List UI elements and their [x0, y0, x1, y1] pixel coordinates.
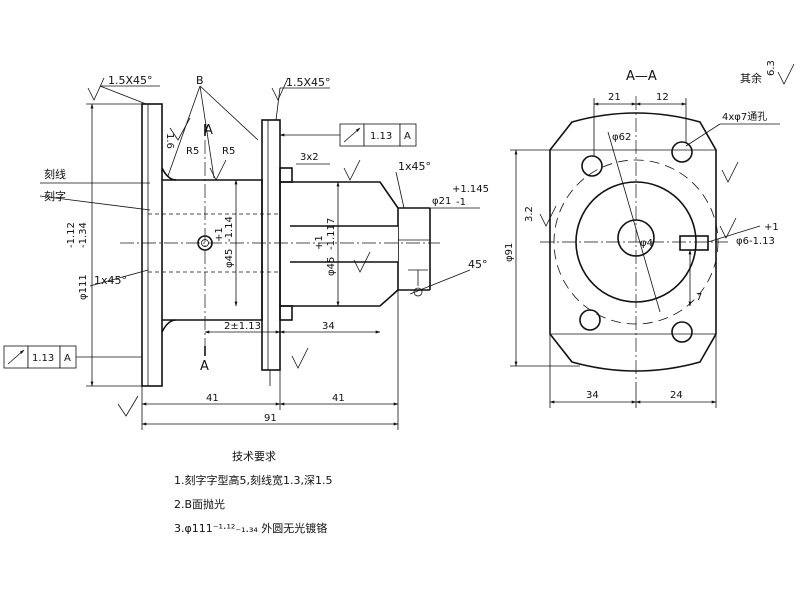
surface-b-label: B [196, 74, 204, 87]
note-1: 1.刻字字型高5,刻线宽1.3,深1.5 [174, 473, 332, 487]
bore-tolerance: +1.145 [452, 184, 489, 195]
tolerance-value-top: 1.13 [370, 131, 392, 142]
inner-diameter: φ4 [640, 238, 653, 249]
radius-label-2: R5 [222, 146, 235, 157]
engrave-line-label: 刻线 [44, 167, 66, 181]
engrave-text-label: 刻字 [44, 189, 66, 203]
chamfer-left-flange: 1.5X45° [108, 74, 153, 87]
len-41-right: 41 [332, 393, 345, 404]
outer-tol-up: -1.12 [66, 222, 77, 248]
outer-diameter: φ111 [78, 274, 89, 300]
holes-label: 4xφ7通孔 [722, 111, 767, 123]
radius-label-1: R5 [186, 146, 199, 157]
pin-bore [679, 235, 709, 251]
section-mark-bottom: A [200, 359, 209, 374]
chamfer-right-flange: 1.5X45° [286, 76, 331, 89]
pin-diameter: φ6-1.13 [736, 236, 775, 247]
roughness-b: 3.2 [524, 206, 535, 222]
bottom-24: 24 [670, 390, 683, 401]
hub-tol-low: -1.14 [224, 216, 235, 242]
rest-label: 其余 [740, 71, 762, 85]
mount-hole-1 [581, 155, 603, 177]
height-91: φ91 [504, 243, 515, 262]
notes-title: 技术要求 [232, 450, 276, 463]
hub-body [162, 179, 263, 321]
note-3: 3.φ111⁻¹·¹²₋₁.₃₄ 外圆无光镀铬 [174, 521, 327, 535]
width-12: 12 [656, 92, 669, 103]
hub-diameter: φ45 [224, 249, 235, 268]
mount-hole-2 [671, 141, 693, 163]
width-21: 21 [608, 92, 621, 103]
front-view-dimensions [39, 77, 480, 430]
pitch-diameter: φ62 [612, 132, 631, 143]
bore-tolerance-low: -1 [456, 197, 466, 208]
tolerance-frame-bottom: 1.13 A [3, 345, 142, 369]
len-small: 2±1.13 [224, 321, 261, 332]
len-34: 34 [322, 321, 335, 332]
front-view [120, 103, 440, 387]
shaft-tol-low: -1.117 [326, 218, 337, 250]
tolerance-value-bottom: 1.13 [32, 353, 54, 364]
section-view-dimensions [510, 63, 795, 408]
pin-tol-up: +1 [764, 222, 779, 233]
shaft-diameter: φ45 [326, 257, 337, 276]
section-view [540, 96, 728, 382]
chamfer-flange-lower: 1x45° [94, 274, 127, 287]
tolerance-frame-top: 1.13 A [279, 123, 417, 147]
section-title: A—A [626, 69, 657, 84]
outer-tol-low: -1.34 [78, 222, 89, 248]
tolerance-datum-bottom: A [64, 353, 71, 364]
roughness-a: 1.6 [164, 133, 175, 149]
bottom-34: 34 [586, 390, 599, 401]
pin-depth: 7 [696, 292, 702, 303]
bore-diameter: φ21 [432, 196, 451, 207]
mount-hole-4 [671, 321, 693, 343]
hub-tol-up: +1 [214, 227, 225, 242]
shaft-tol-up: +1 [314, 235, 325, 250]
weld-angle: 45° [468, 258, 488, 271]
right-flange [261, 119, 281, 371]
section-mark-top: A [204, 123, 213, 138]
left-flange [141, 103, 163, 387]
len-total: 91 [264, 413, 277, 424]
mount-hole-3 [579, 309, 601, 331]
note-2: 2.B面抛光 [174, 497, 225, 511]
chamfer-bore: 1x45° [398, 160, 431, 173]
technical-notes: 技术要求 1.刻字字型高5,刻线宽1.3,深1.5 2.B面抛光 3.φ111⁻… [174, 450, 332, 535]
len-41-left: 41 [206, 393, 219, 404]
groove-dim: 3x2 [300, 152, 319, 163]
roughness-c: 6.3 [766, 60, 777, 76]
tolerance-datum-top: A [404, 131, 411, 142]
